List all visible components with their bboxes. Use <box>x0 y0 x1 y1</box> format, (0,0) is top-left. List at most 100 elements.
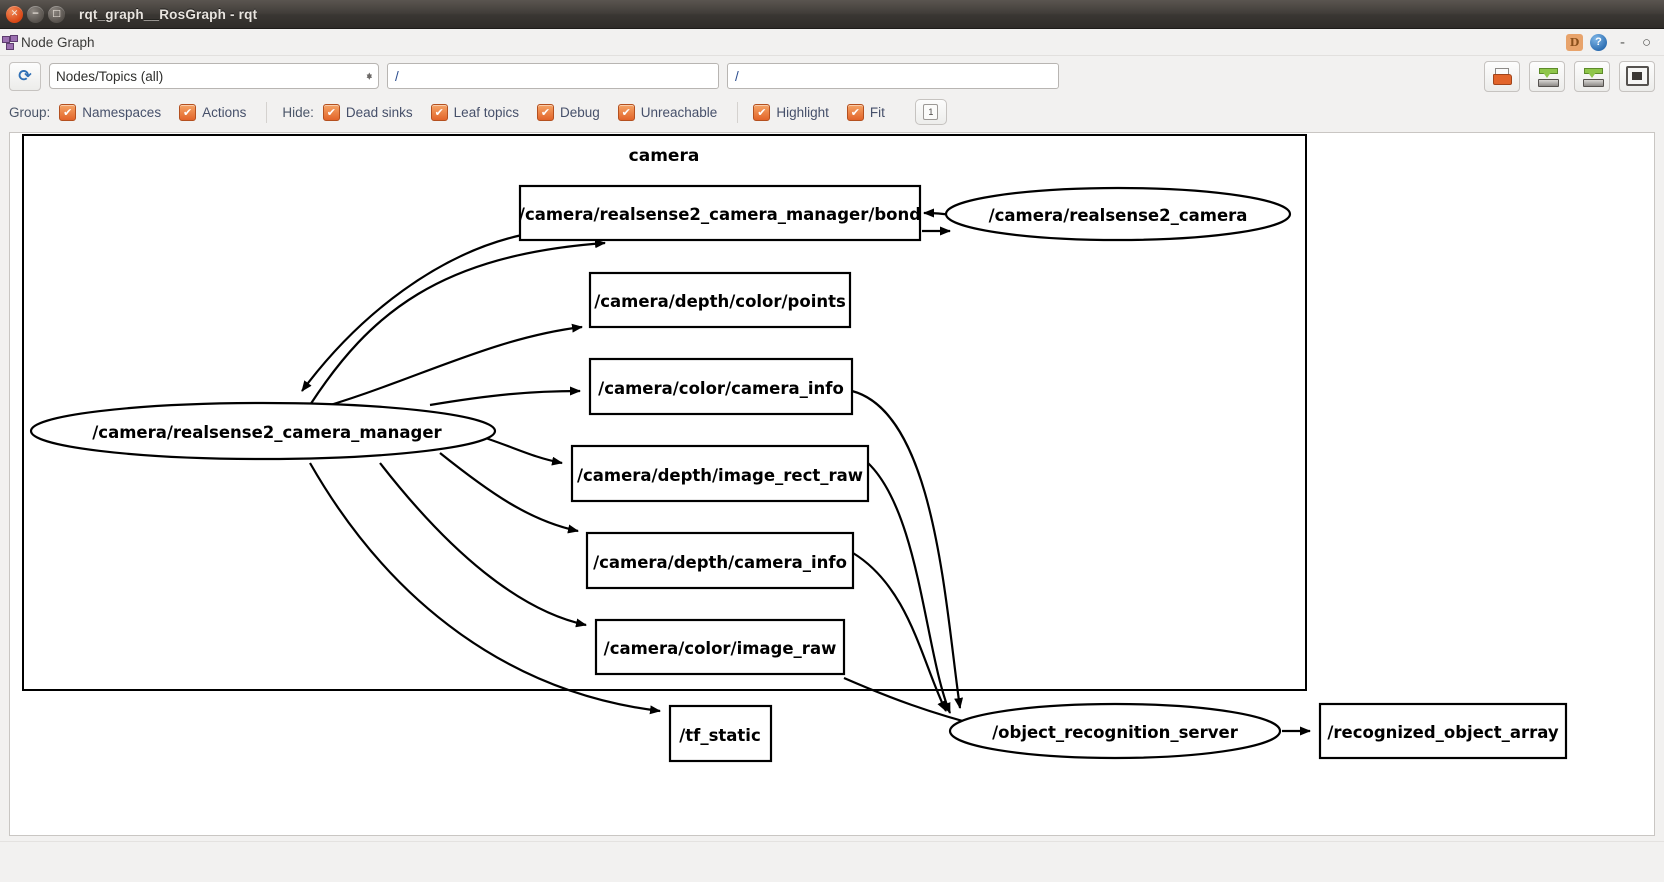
dock-title-group: Node Graph <box>0 35 95 50</box>
dock-close-icon[interactable]: ○ <box>1641 33 1652 51</box>
edge-ccinfo-objsrv <box>851 389 964 709</box>
undock-icon[interactable]: D <box>1566 33 1583 51</box>
checkbox-debug[interactable]: Debug <box>536 103 600 121</box>
checkbox-label: Dead sinks <box>345 104 413 120</box>
window-maximize-button[interactable]: □ <box>48 5 65 23</box>
topic-filter-input[interactable]: / <box>387 63 719 89</box>
topic-filter-value: / <box>395 68 399 84</box>
check-icon <box>617 103 635 121</box>
topic-camera-color-image-raw[interactable]: /camera/color/image_raw <box>594 618 846 676</box>
checkbox-unreachable[interactable]: Unreachable <box>617 103 718 121</box>
load-dot-button[interactable] <box>1484 60 1520 92</box>
topic-camera-depth-image-rect-raw[interactable]: /camera/depth/image_rect_raw <box>570 444 870 503</box>
edge-mgr-tfstatic <box>309 462 661 715</box>
checkbox-actions[interactable]: Actions <box>179 103 247 121</box>
zoom-level-label: 1 <box>923 104 939 120</box>
graph-toolbar: ⟳ Nodes/Topics (all) ▲ ▼ / / <box>0 56 1664 96</box>
status-bar <box>0 841 1664 870</box>
edge-dcinfo-objsrv <box>852 552 947 712</box>
namespace-filter-input[interactable]: / <box>727 63 1059 89</box>
topic-camera-color-camera-info[interactable]: /camera/color/camera_info <box>588 357 854 416</box>
window-minimize-button[interactable]: − <box>27 5 44 23</box>
edge-mgr-bond <box>309 239 606 406</box>
zoom-reset-button[interactable]: 1 <box>914 99 947 125</box>
topic-tf-static[interactable]: /tf_static <box>668 704 773 763</box>
open-folder-icon <box>1492 67 1512 85</box>
topic-camera-depth-camera-info[interactable]: /camera/depth/camera_info <box>585 531 855 590</box>
filter-toolbar: Group: Namespaces Actions Hide: Dead sin… <box>0 96 1664 128</box>
check-icon <box>536 103 554 121</box>
checkbox-dead-sinks[interactable]: Dead sinks <box>322 103 413 121</box>
topic-label: /camera/color/camera_info <box>598 379 844 398</box>
screenshot-icon <box>1625 66 1649 86</box>
refresh-button[interactable]: ⟳ <box>9 61 41 91</box>
graph-edges <box>301 208 1311 736</box>
refresh-icon: ⟳ <box>18 66 32 85</box>
check-icon <box>846 103 864 121</box>
check-icon <box>322 103 340 121</box>
save-disk-icon <box>1537 67 1559 87</box>
topic-label: /recognized_object_array <box>1327 723 1558 742</box>
checkbox-label: Actions <box>202 104 247 120</box>
graph-mode-value: Nodes/Topics (all) <box>56 68 164 84</box>
checkbox-label: Leaf topics <box>453 104 519 120</box>
topic-camera-depth-color-points[interactable]: /camera/depth/color/points <box>588 271 852 329</box>
checkbox-namespaces[interactable]: Namespaces <box>59 103 162 121</box>
check-icon <box>179 103 197 121</box>
topic-label: /camera/color/image_raw <box>604 639 837 658</box>
cluster-camera-border <box>22 134 1307 691</box>
edge-bond-mgr <box>301 233 523 392</box>
save-dot-button[interactable] <box>1529 60 1565 92</box>
topic-recognized-object-array[interactable]: /recognized_object_array <box>1318 702 1568 760</box>
graph-canvas[interactable]: camera <box>9 132 1655 836</box>
dock-title: Node Graph <box>21 34 95 50</box>
checkbox-highlight[interactable]: Highlight <box>753 103 829 121</box>
topic-camera-realsense2-camera-manager-bond[interactable]: /camera/realsense2_camera_manager/bond <box>518 184 922 242</box>
topic-label: /camera/depth/color/points <box>594 292 846 311</box>
topic-label: /tf_static <box>679 726 761 745</box>
node-label: /camera/realsense2_camera_manager <box>92 423 442 442</box>
checkbox-leaf-topics[interactable]: Leaf topics <box>430 103 519 121</box>
separator <box>266 101 268 123</box>
node-camera-realsense2-camera[interactable]: /camera/realsense2_camera <box>944 186 1292 242</box>
topic-label: /camera/realsense2_camera_manager/bond <box>519 205 921 224</box>
screenshot-button[interactable] <box>1619 60 1655 92</box>
separator <box>737 101 739 123</box>
window-close-button[interactable]: ✕ <box>6 5 23 23</box>
edge-mgr-dcinfo <box>439 452 579 534</box>
node-label: /object_recognition_server <box>992 723 1239 742</box>
save-svg-button[interactable] <box>1574 60 1610 92</box>
namespace-filter-value: / <box>735 68 739 84</box>
close-icon: ✕ <box>10 8 19 19</box>
check-icon <box>430 103 448 121</box>
graph-mode-select[interactable]: Nodes/Topics (all) ▲ ▼ <box>49 63 379 89</box>
minimize-icon: − <box>31 8 40 19</box>
window-title: rqt_graph__RosGraph - rqt <box>79 6 258 22</box>
help-icon[interactable]: ? <box>1590 33 1607 51</box>
node-object-recognition-server[interactable]: /object_recognition_server <box>948 702 1282 760</box>
check-icon <box>753 103 771 121</box>
group-label: Group: <box>9 104 51 120</box>
window-titlebar: ✕ − □ rqt_graph__RosGraph - rqt <box>0 0 1664 29</box>
chevron-updown-icon: ▲ ▼ <box>366 71 372 81</box>
node-camera-realsense2-camera-manager[interactable]: /camera/realsense2_camera_manager <box>29 401 497 461</box>
checkbox-label: Unreachable <box>640 104 718 120</box>
node-graph-icon <box>2 35 18 50</box>
checkbox-label: Namespaces <box>82 104 162 120</box>
maximize-icon: □ <box>52 8 61 19</box>
cluster-camera-label: camera <box>629 146 700 166</box>
ros-graph-svg[interactable]: camera <box>10 133 1654 835</box>
dock-minimize-icon[interactable]: - <box>1620 33 1625 51</box>
window-controls: ✕ − □ <box>0 5 65 23</box>
dock-widget-header: Node Graph D ? - ○ <box>0 29 1664 56</box>
dock-buttons: D ? - ○ <box>1566 33 1664 51</box>
checkbox-label: Fit <box>869 104 885 120</box>
topic-label: /camera/depth/image_rect_raw <box>577 466 863 485</box>
checkbox-label: Highlight <box>776 104 829 120</box>
edge-mgr-points <box>309 323 583 413</box>
checkbox-label: Debug <box>559 104 600 120</box>
edge-mgr-ccinfo <box>429 386 581 407</box>
checkbox-fit[interactable]: Fit <box>846 103 885 121</box>
edge-mgr-craw <box>379 462 587 628</box>
export-buttons <box>1484 60 1655 92</box>
